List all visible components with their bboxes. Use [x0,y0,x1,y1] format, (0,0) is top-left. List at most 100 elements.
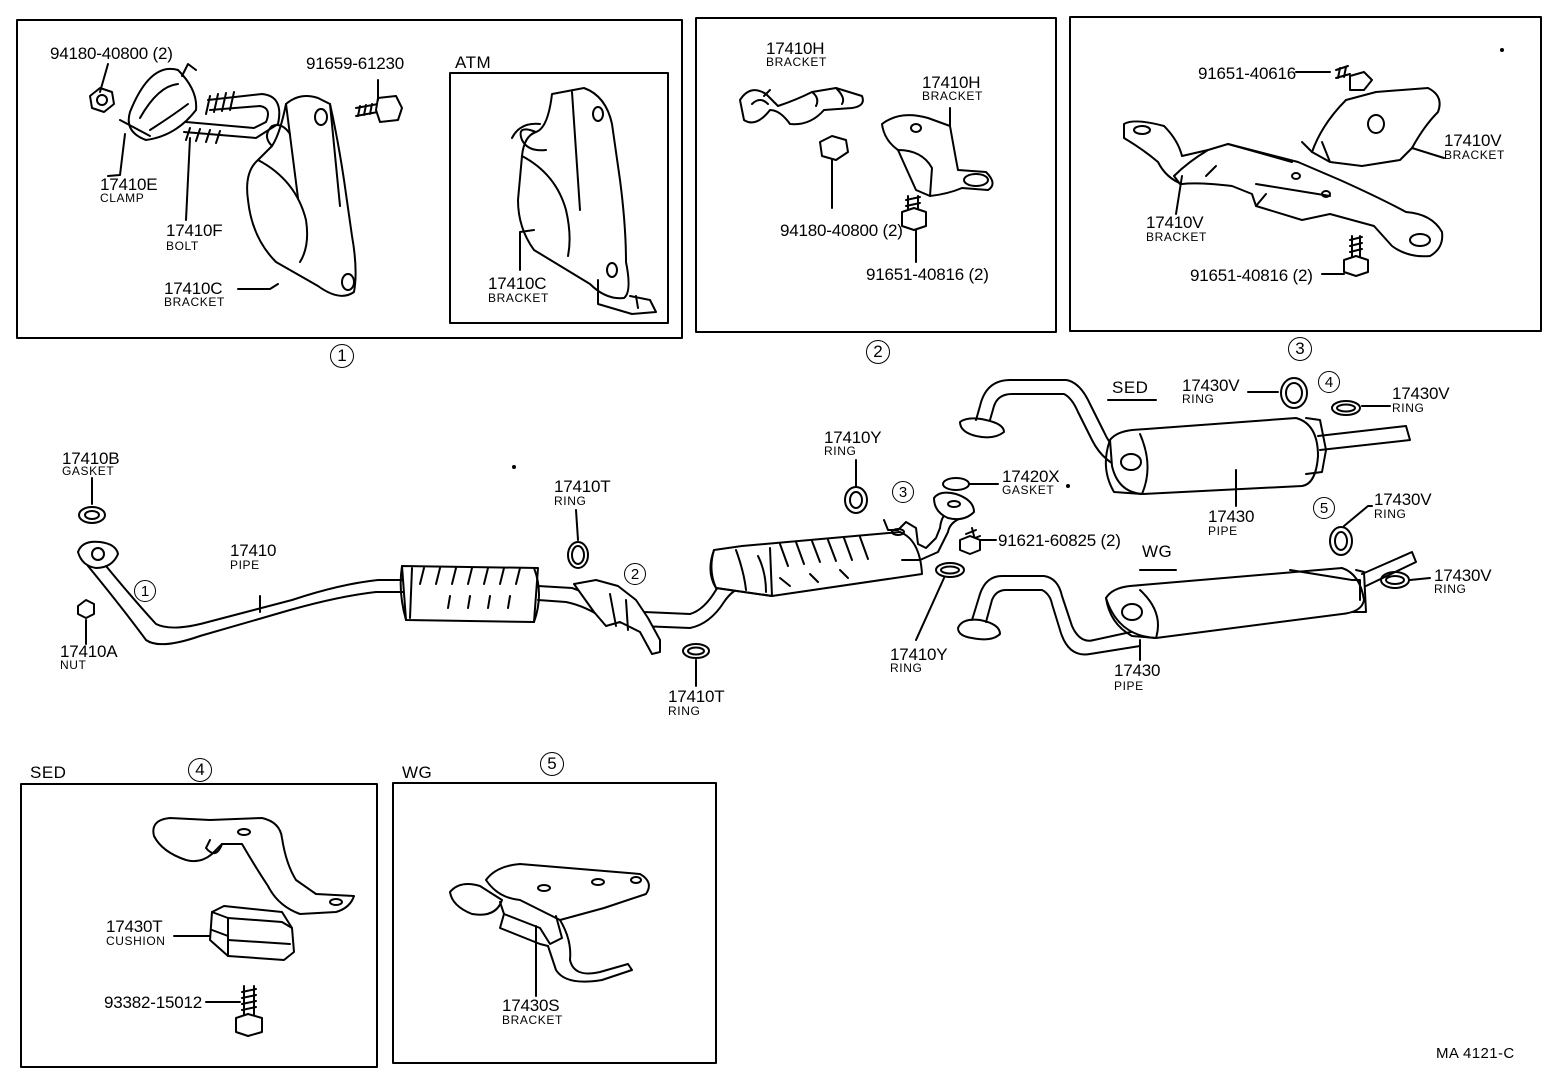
part-name: BRACKET [766,55,827,69]
part-number: 17410C [488,274,547,293]
diagram-code: MA 4121-C [1436,1045,1515,1062]
part-name: GASKET [62,464,115,478]
part-number: 17430V [1392,384,1450,403]
part-number: 17430 [1208,507,1255,526]
part-name: CLAMP [100,191,145,205]
box4-bracket [152,817,355,915]
ring-17410t-a [567,541,589,569]
ring-17410y-a [844,486,868,514]
part-number: 17430V [1374,490,1432,509]
part-number: 17410V [1444,131,1502,150]
part-number: 17410Y [890,645,948,664]
part-name: NUT [60,658,87,672]
box3-bracket-main [1123,120,1444,258]
callout-marker-5: 5 [1313,497,1335,519]
gasket-17420x [942,477,970,491]
part-number: 91659-61230 [306,54,405,73]
wg-label: WG [402,763,433,782]
part-number: 17410 [230,541,277,560]
part-number: 91651-40816 (2) [866,265,989,284]
part-number: 17410A [60,642,118,661]
part-name: BOLT [166,239,199,253]
atm-label: ATM [455,53,492,72]
box1-bracket [246,95,357,297]
part-number: 91651-40616 [1198,64,1297,83]
callout-marker-4: 4 [1318,371,1340,393]
part-name: RING [1182,392,1215,406]
detail-box-5-frame [392,782,717,1064]
callout-marker-2: 2 [624,563,646,585]
ring-17410y-b [935,562,965,578]
part-number: 17410V [1146,213,1204,232]
wg-label: WG [1142,542,1173,561]
part-name: RING [554,494,587,508]
part-number: 17410E [100,175,158,194]
part-name: PIPE [1208,524,1238,538]
part-name: GASKET [1002,483,1055,497]
detail-box-4-frame [20,783,378,1068]
part-number: 17430T [106,917,163,936]
box2-bracket-b [881,107,994,197]
part-name: BRACKET [488,291,549,305]
callout-marker-1: 1 [134,580,156,602]
part-number: 17410H [766,39,825,58]
box2-bracket-a [739,87,864,126]
detail-box-2-frame [695,17,1057,333]
part-name: RING [824,444,857,458]
part-number: 17410H [922,73,981,92]
part-name: BRACKET [502,1013,563,1027]
box4-cushion [173,905,295,961]
part-name: RING [1374,507,1407,521]
part-name: RING [1434,582,1467,596]
callout-marker-3: 3 [1288,337,1312,361]
box4-bolt [205,985,263,1037]
box2-nut [819,135,849,209]
atm-bracket [511,87,657,315]
detail-box-3-frame [1069,16,1542,332]
part-number: 17410F [166,221,223,240]
part-number: 17420X [1002,467,1060,486]
part-number: 17410T [668,687,725,706]
detail-box-1-frame [16,19,683,339]
box1-u-bolt [183,91,281,144]
box3-bolt-top [1295,65,1373,91]
part-number: 17410B [62,449,120,468]
part-number: 17430 [1114,661,1161,680]
part-name: CUSHION [106,934,166,948]
ring-17430v-sed-a [1280,377,1308,409]
part-number: 17410T [554,477,611,496]
ring-17430v-wg-a [1329,526,1353,556]
part-name: BRACKET [1146,230,1207,244]
part-number: 17430V [1434,566,1492,585]
part-number: 17430V [1182,376,1240,395]
gasket-17410b [78,506,106,524]
part-number: 94180-40800 (2) [50,44,173,63]
atm-subbox-frame [449,72,669,324]
part-number: 93382-15012 [104,993,203,1012]
ring-17410t-b [682,643,710,659]
part-name: RING [1392,401,1425,415]
box1-bolt [355,95,403,123]
box5-bracket [449,863,650,997]
callout-marker-4: 4 [188,758,212,782]
nut-17410a [77,599,95,619]
callout-marker-3: 3 [892,481,914,503]
part-name: BRACKET [922,89,983,103]
part-number: 17410C [164,279,223,298]
ring-17430v-sed-b [1331,400,1361,416]
box1-nut [89,87,115,113]
box2-bolt [901,195,927,263]
part-number: 17430S [502,996,560,1015]
sed-label: SED [1112,378,1149,397]
part-name: BRACKET [1444,148,1505,162]
callout-marker-1: 1 [330,344,354,368]
box3-bolt-bottom [1321,235,1369,277]
part-number: 17410Y [824,428,882,447]
part-name: BRACKET [164,295,225,309]
part-name: RING [890,661,923,675]
part-number: 94180-40800 (2) [780,221,903,240]
callout-marker-5: 5 [540,752,564,776]
box3-bracket-top [1301,87,1445,167]
callout-marker-2: 2 [866,340,890,364]
